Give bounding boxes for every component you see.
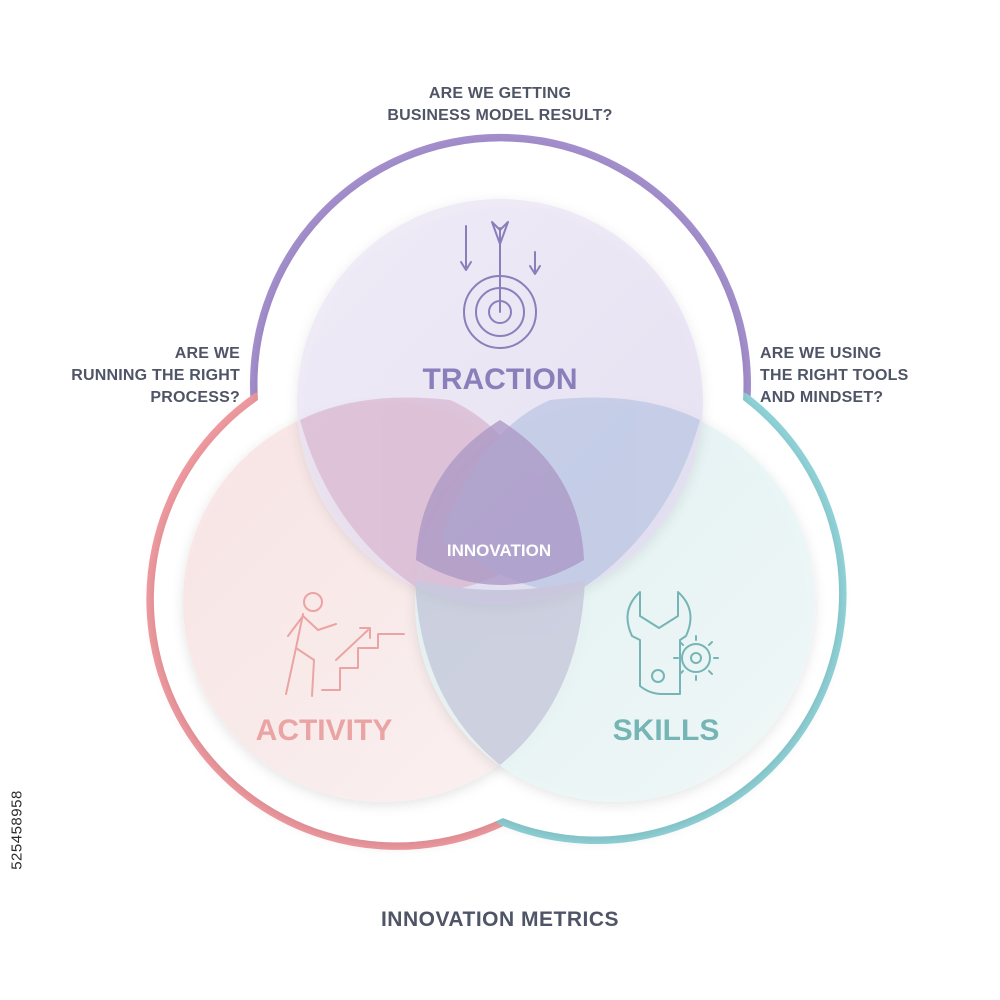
traction-label: TRACTION bbox=[423, 363, 578, 396]
target-arrow-icon bbox=[460, 221, 541, 349]
wrench-gear-icon bbox=[626, 591, 719, 695]
question-line: PROCESS? bbox=[150, 389, 240, 406]
traction-question: ARE WE GETTING BUSINESS MODEL RESULT? bbox=[300, 83, 700, 127]
skills-label: SKILLS bbox=[613, 714, 720, 747]
question-line: RUNNING THE RIGHT bbox=[71, 367, 240, 384]
activity-skills-overlap bbox=[415, 580, 585, 765]
skills-question: ARE WE USING THE RIGHT TOOLS AND MINDSET… bbox=[760, 343, 960, 409]
footer-title: INNOVATION METRICS bbox=[380, 908, 620, 931]
innovation-label: INNOVATION bbox=[447, 541, 551, 560]
question-line: ARE WE GETTING bbox=[428, 85, 572, 102]
watermark-id-text: 525458958 bbox=[8, 790, 26, 870]
activity-question: ARE WE RUNNING THE RIGHT PROCESS? bbox=[60, 343, 240, 409]
question-line: ARE WE bbox=[174, 345, 240, 362]
person-climbing-stairs-icon bbox=[285, 592, 405, 697]
question-line: AND MINDSET? bbox=[760, 389, 884, 406]
question-line: BUSINESS MODEL RESULT? bbox=[387, 107, 613, 124]
innovation-center-region bbox=[416, 420, 584, 585]
question-line: THE RIGHT TOOLS bbox=[760, 367, 909, 384]
activity-label: ACTIVITY bbox=[256, 714, 393, 747]
watermark-id: 525458958 bbox=[2, 760, 32, 900]
question-line: ARE WE USING bbox=[760, 345, 882, 362]
